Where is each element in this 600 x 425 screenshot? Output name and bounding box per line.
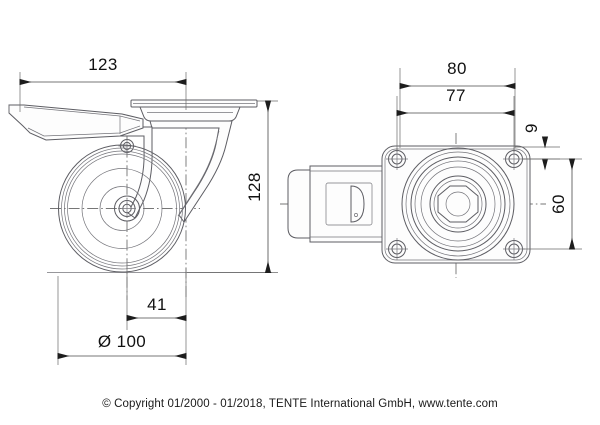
bolt-hole-bottom-right xyxy=(503,238,525,260)
top-plate-side xyxy=(130,99,258,108)
dimension-swivel-offset: 41 xyxy=(126,268,187,330)
dimension-label-80: 80 xyxy=(447,59,467,78)
top-view-group: 80 77 9 60 xyxy=(280,59,582,278)
copyright-notice: © Copyright 01/2000 - 01/2018, TENTE Int… xyxy=(102,398,498,410)
wheel-side xyxy=(58,144,186,273)
swivel-housing-plan xyxy=(401,147,515,261)
dimension-label-77: 77 xyxy=(446,86,466,105)
dimension-bolt-spacing-width: 60 xyxy=(523,158,582,250)
brake-pedal-side xyxy=(8,104,144,141)
dimension-label-123: 123 xyxy=(88,55,118,74)
dimension-overall-length: 123 xyxy=(19,55,187,112)
bolt-hole-bottom-left xyxy=(386,238,408,260)
dimension-bolt-spacing-length: 77 xyxy=(396,86,515,152)
dimension-label-60: 60 xyxy=(549,194,568,214)
side-view-group: 123 128 41 Ø 100 xyxy=(8,55,278,365)
wheel-hub-side xyxy=(114,195,140,222)
dimension-overall-height: 128 xyxy=(187,100,278,273)
brake-pedal-top xyxy=(287,165,387,243)
dimension-plate-length: 80 xyxy=(399,59,516,148)
dimension-label-128: 128 xyxy=(245,172,264,202)
dimension-label-41: 41 xyxy=(147,295,167,314)
dimension-label-9: 9 xyxy=(522,123,541,133)
kingpin-nut-plan xyxy=(437,185,479,223)
swivel-housing-side xyxy=(139,106,241,122)
dimension-wheel-diameter: Ø 100 xyxy=(57,276,187,365)
dimension-label-diameter-100: Ø 100 xyxy=(98,332,146,351)
